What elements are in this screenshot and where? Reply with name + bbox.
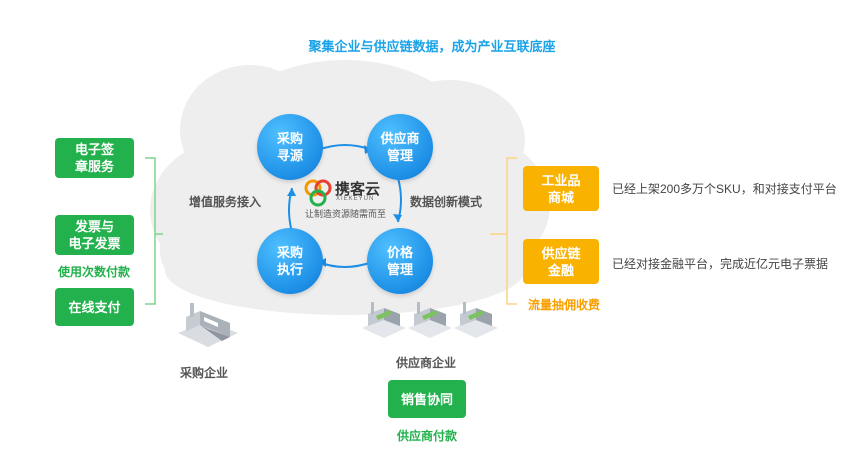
right-note: 流量抽佣收费 (528, 298, 601, 312)
xiekeyun-logo: 携客云 XIEKEYUN 让制造资源随需而至 (303, 176, 395, 220)
online-payment-button[interactable]: 在线支付 (55, 288, 134, 326)
industrial-mall-desc: 已经上架200多万个SKU，和对接支付平台 (612, 182, 837, 196)
cycle-node-purchase-execution: 采购 执行 (257, 228, 323, 294)
supply-chain-finance-button[interactable]: 供应链 金融 (523, 239, 599, 284)
industrial-mall-button[interactable]: 工业品 商城 (523, 166, 599, 211)
logo-slogan: 让制造资源随需而至 (305, 209, 387, 219)
right-bracket (490, 157, 517, 305)
buyer-factory-icon (178, 303, 238, 347)
cycle-node-price-management: 价格 管理 (367, 228, 433, 294)
cloud-shape (150, 60, 550, 315)
logo-pinyin: XIEKEYUN (336, 196, 375, 202)
buyer-label: 采购企业 (180, 366, 229, 380)
supplier-label: 供应商企业 (396, 356, 457, 370)
logo-name: 携客云 (335, 181, 381, 198)
cycle-node-supplier-management: 供应商 管理 (367, 114, 433, 180)
supplier-factory-icons (362, 302, 498, 338)
supplier-note: 供应商付款 (397, 429, 458, 443)
headline: 聚集企业与供应链数据，成为产业互联底座 (308, 39, 556, 54)
e-signature-service-button[interactable]: 电子签 章服务 (55, 138, 134, 178)
cloud-left-label: 增值服务接入 (189, 195, 262, 209)
supply-chain-finance-desc: 已经对接金融平台，完成近亿元电子票据 (612, 257, 829, 271)
logo-rings-icon (304, 179, 332, 207)
sales-collaboration-button[interactable]: 销售协同 (388, 380, 466, 418)
left-note: 使用次数付款 (58, 265, 131, 279)
cloud-right-label: 数据创新模式 (410, 195, 483, 209)
invoice-service-button[interactable]: 发票与 电子发票 (55, 215, 134, 255)
cycle-node-sourcing: 采购 寻源 (257, 114, 323, 180)
left-bracket (145, 157, 163, 305)
